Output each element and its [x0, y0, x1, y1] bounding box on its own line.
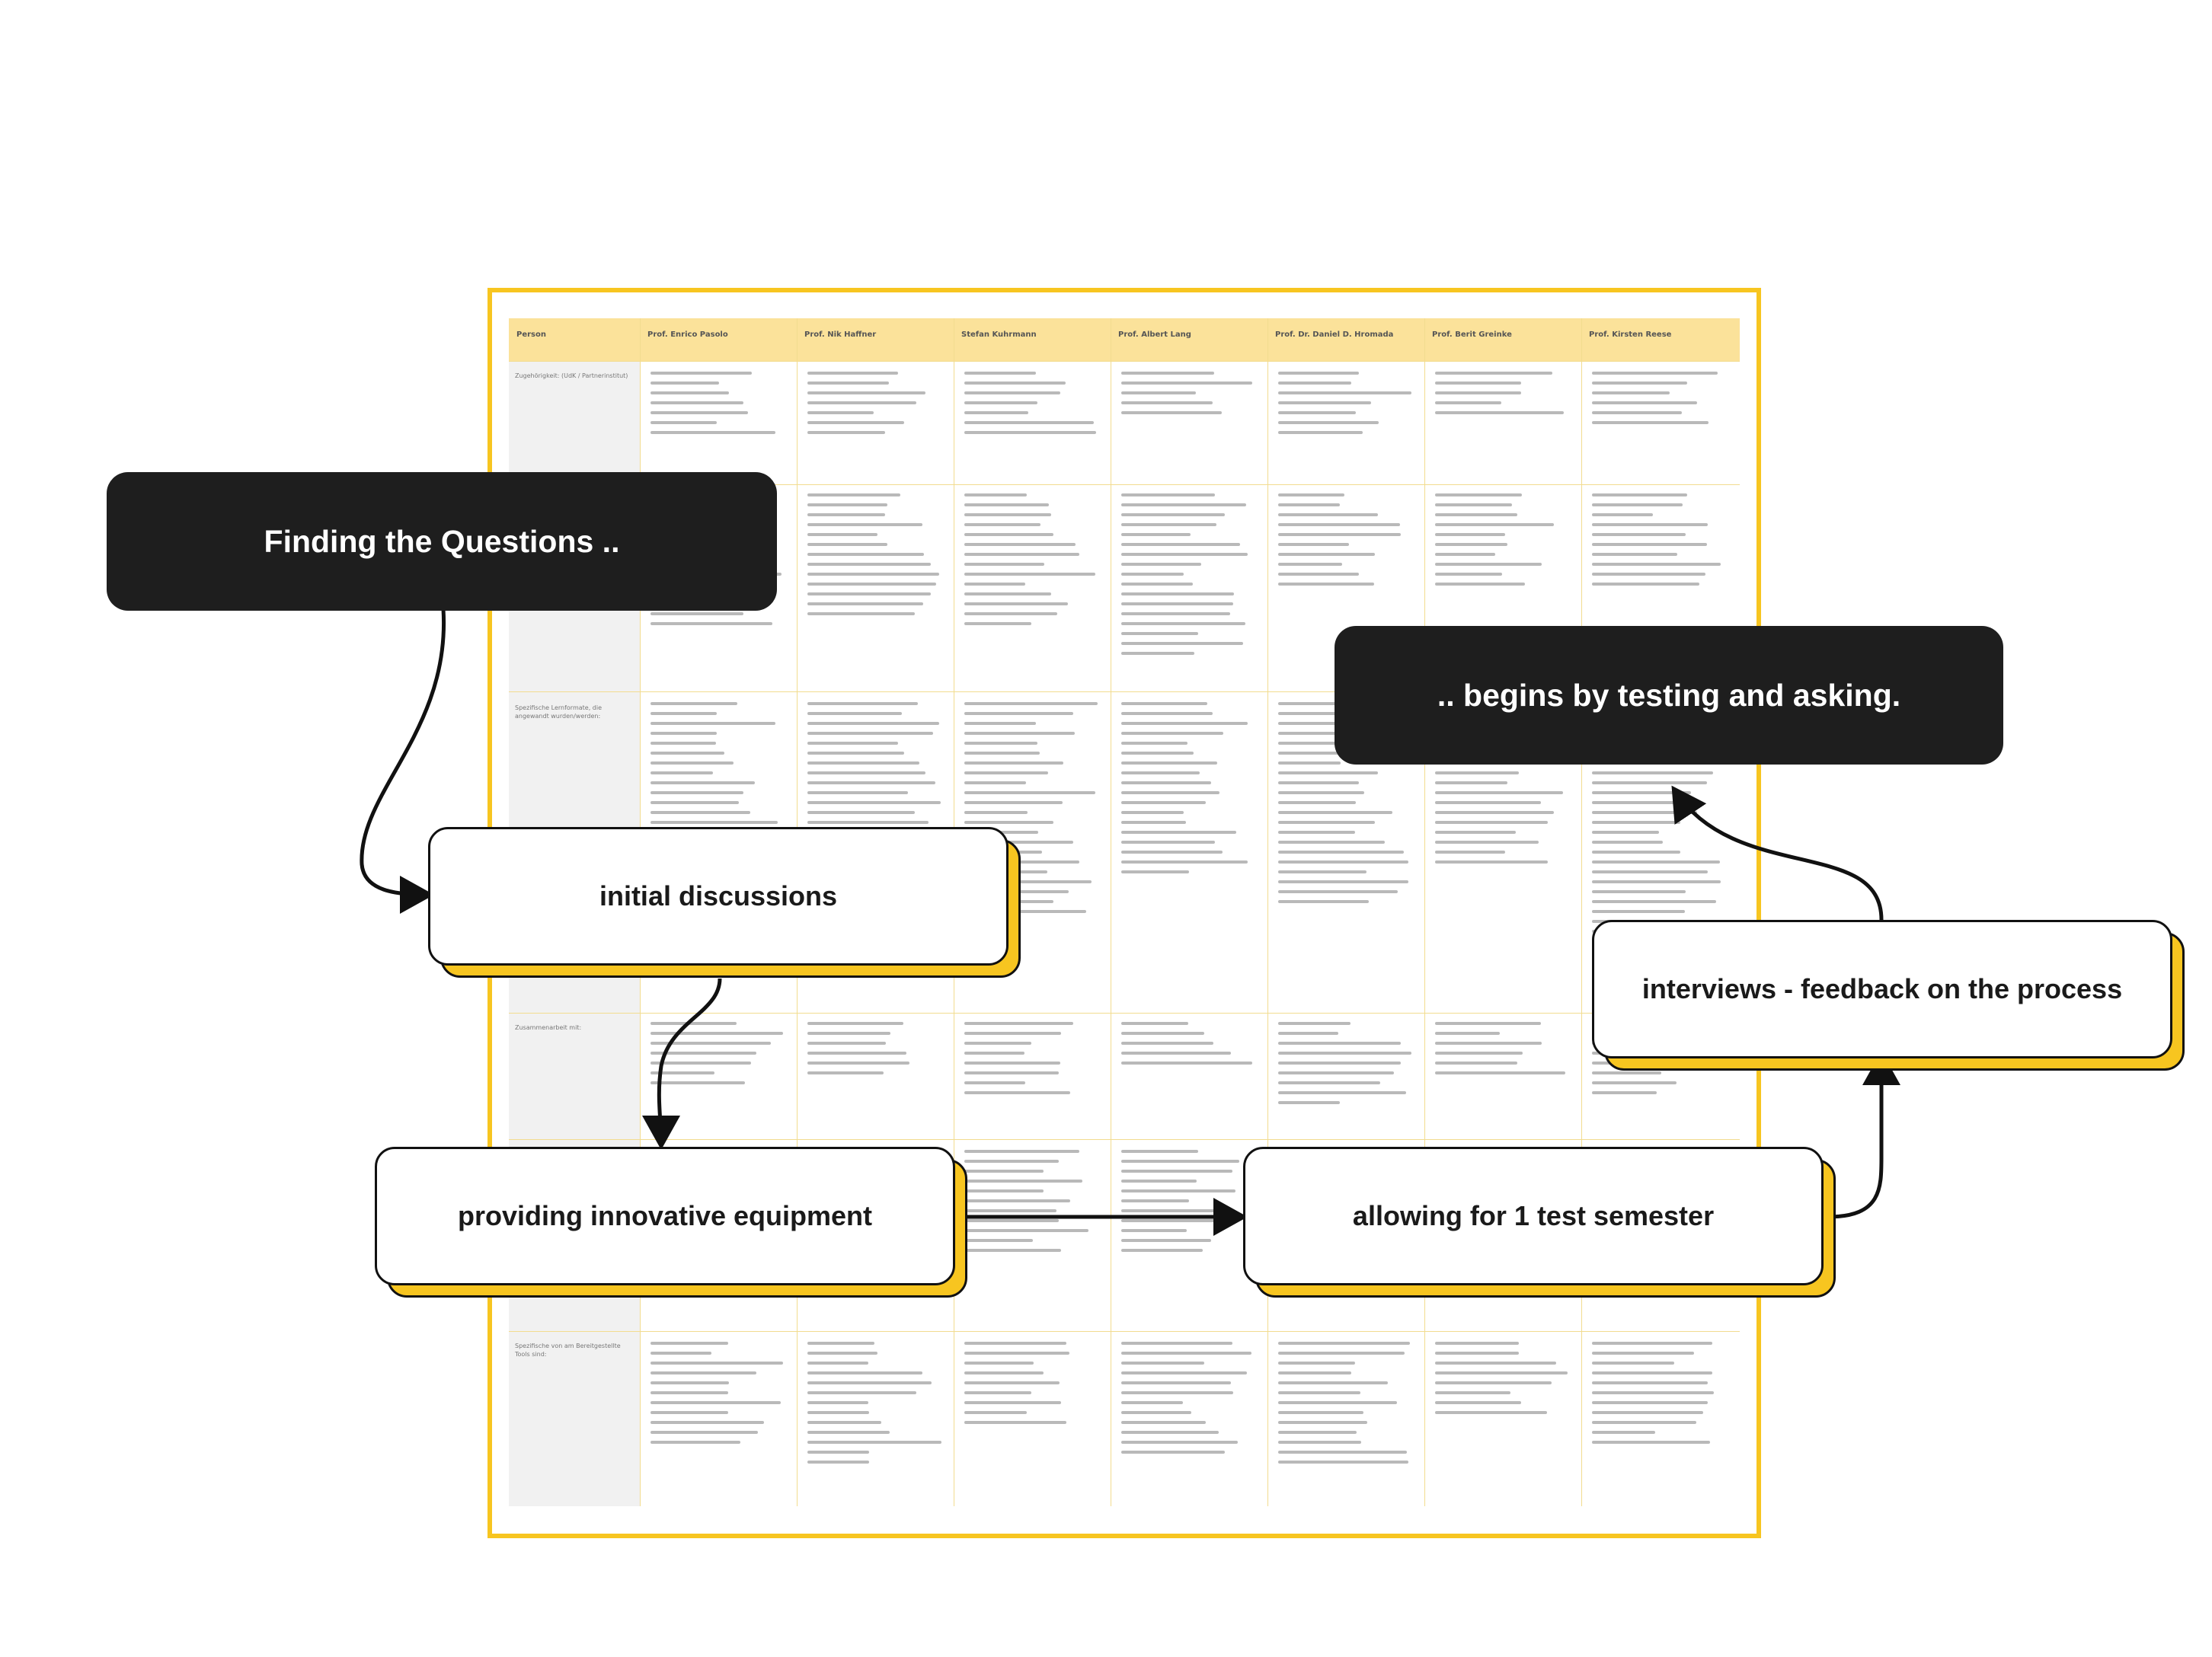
table-cell-text — [1121, 1342, 1255, 1461]
arrow-interviews-to-testing — [1671, 785, 1884, 921]
table-header-cell: Person — [509, 318, 640, 361]
table-cell-text — [964, 372, 1098, 441]
table-cell-text — [1121, 1150, 1255, 1259]
table-cell-text — [1121, 702, 1255, 880]
arrow-questions-to-discussions — [360, 608, 446, 914]
initial-discussions-label: initial discussions — [599, 880, 838, 912]
table-cell-text — [1121, 1022, 1255, 1071]
table-header-cell: Prof. Dr. Daniel D. Hromada — [1267, 318, 1424, 361]
table-cell-text — [964, 493, 1098, 632]
table-cell-text — [1592, 493, 1726, 592]
row-label: Zugehörigkeit: (UdK / Partnerinstitut) — [515, 372, 628, 379]
test-semester-label: allowing for 1 test semester — [1352, 1200, 1715, 1231]
begins-testing-label: .. begins by testing and asking. — [1437, 677, 1901, 713]
table-cell-text — [650, 1342, 785, 1451]
arrow-semester-to-interviews — [1827, 1051, 1900, 1219]
table-cell-text — [1278, 1342, 1412, 1470]
initial-discussions-box: initial discussions — [428, 827, 1009, 966]
table-cell-text — [807, 1342, 941, 1470]
table-cell-text — [1278, 1022, 1412, 1111]
table-cell-text — [650, 372, 785, 441]
innovative-equipment-label: providing innovative equipment — [457, 1200, 873, 1231]
begins-testing-box: .. begins by testing and asking. — [1335, 626, 2003, 765]
finding-questions-label: Finding the Questions .. — [264, 523, 620, 559]
table-cell-text — [1592, 372, 1726, 431]
table-header-cell: Prof. Albert Lang — [1111, 318, 1267, 361]
innovative-equipment-box: providing innovative equipment — [375, 1147, 955, 1285]
interviews-box: interviews - feedback on the process — [1592, 920, 2172, 1058]
table-cell-text — [1121, 372, 1255, 421]
table-cell-text — [1435, 372, 1569, 421]
interviews-label: interviews - feedback on the process — [1641, 973, 2123, 1004]
table-cell-text — [807, 493, 941, 622]
table-cell-text — [1592, 1342, 1726, 1451]
table-cell-text — [964, 1150, 1098, 1259]
table-cell-text — [1121, 493, 1255, 662]
table-cell-text — [1278, 372, 1412, 441]
table-cell-text — [1435, 1342, 1569, 1421]
table-header-cell: Prof. Enrico Pasolo — [640, 318, 797, 361]
finding-questions-box: Finding the Questions .. — [107, 472, 777, 611]
table-cell-text — [807, 372, 941, 441]
test-semester-box: allowing for 1 test semester — [1243, 1147, 1824, 1285]
arrow-discussions-to-equipment — [641, 978, 722, 1150]
table-cell-text — [650, 1022, 785, 1091]
table-header-cell: Prof. Nik Haffner — [797, 318, 954, 361]
table-header-cell: Stefan Kuhrmann — [954, 318, 1111, 361]
table-cell-text — [1435, 1022, 1569, 1081]
table-cell-text — [807, 1022, 941, 1081]
row-label: Zusammenarbeit mit: — [515, 1024, 582, 1031]
table-cell-text — [1435, 493, 1569, 592]
row-label: Spezifische von am Bereitgestellte Tools… — [515, 1343, 621, 1358]
table-cell-text — [964, 1022, 1098, 1101]
table-header-cell: Prof. Kirsten Reese — [1581, 318, 1740, 361]
table-cell-text — [964, 1342, 1098, 1431]
table-cell-text — [1278, 493, 1412, 592]
row-label: Spezifische Lernformate, die angewandt w… — [515, 704, 603, 720]
table-header-cell: Prof. Berit Greinke — [1424, 318, 1581, 361]
